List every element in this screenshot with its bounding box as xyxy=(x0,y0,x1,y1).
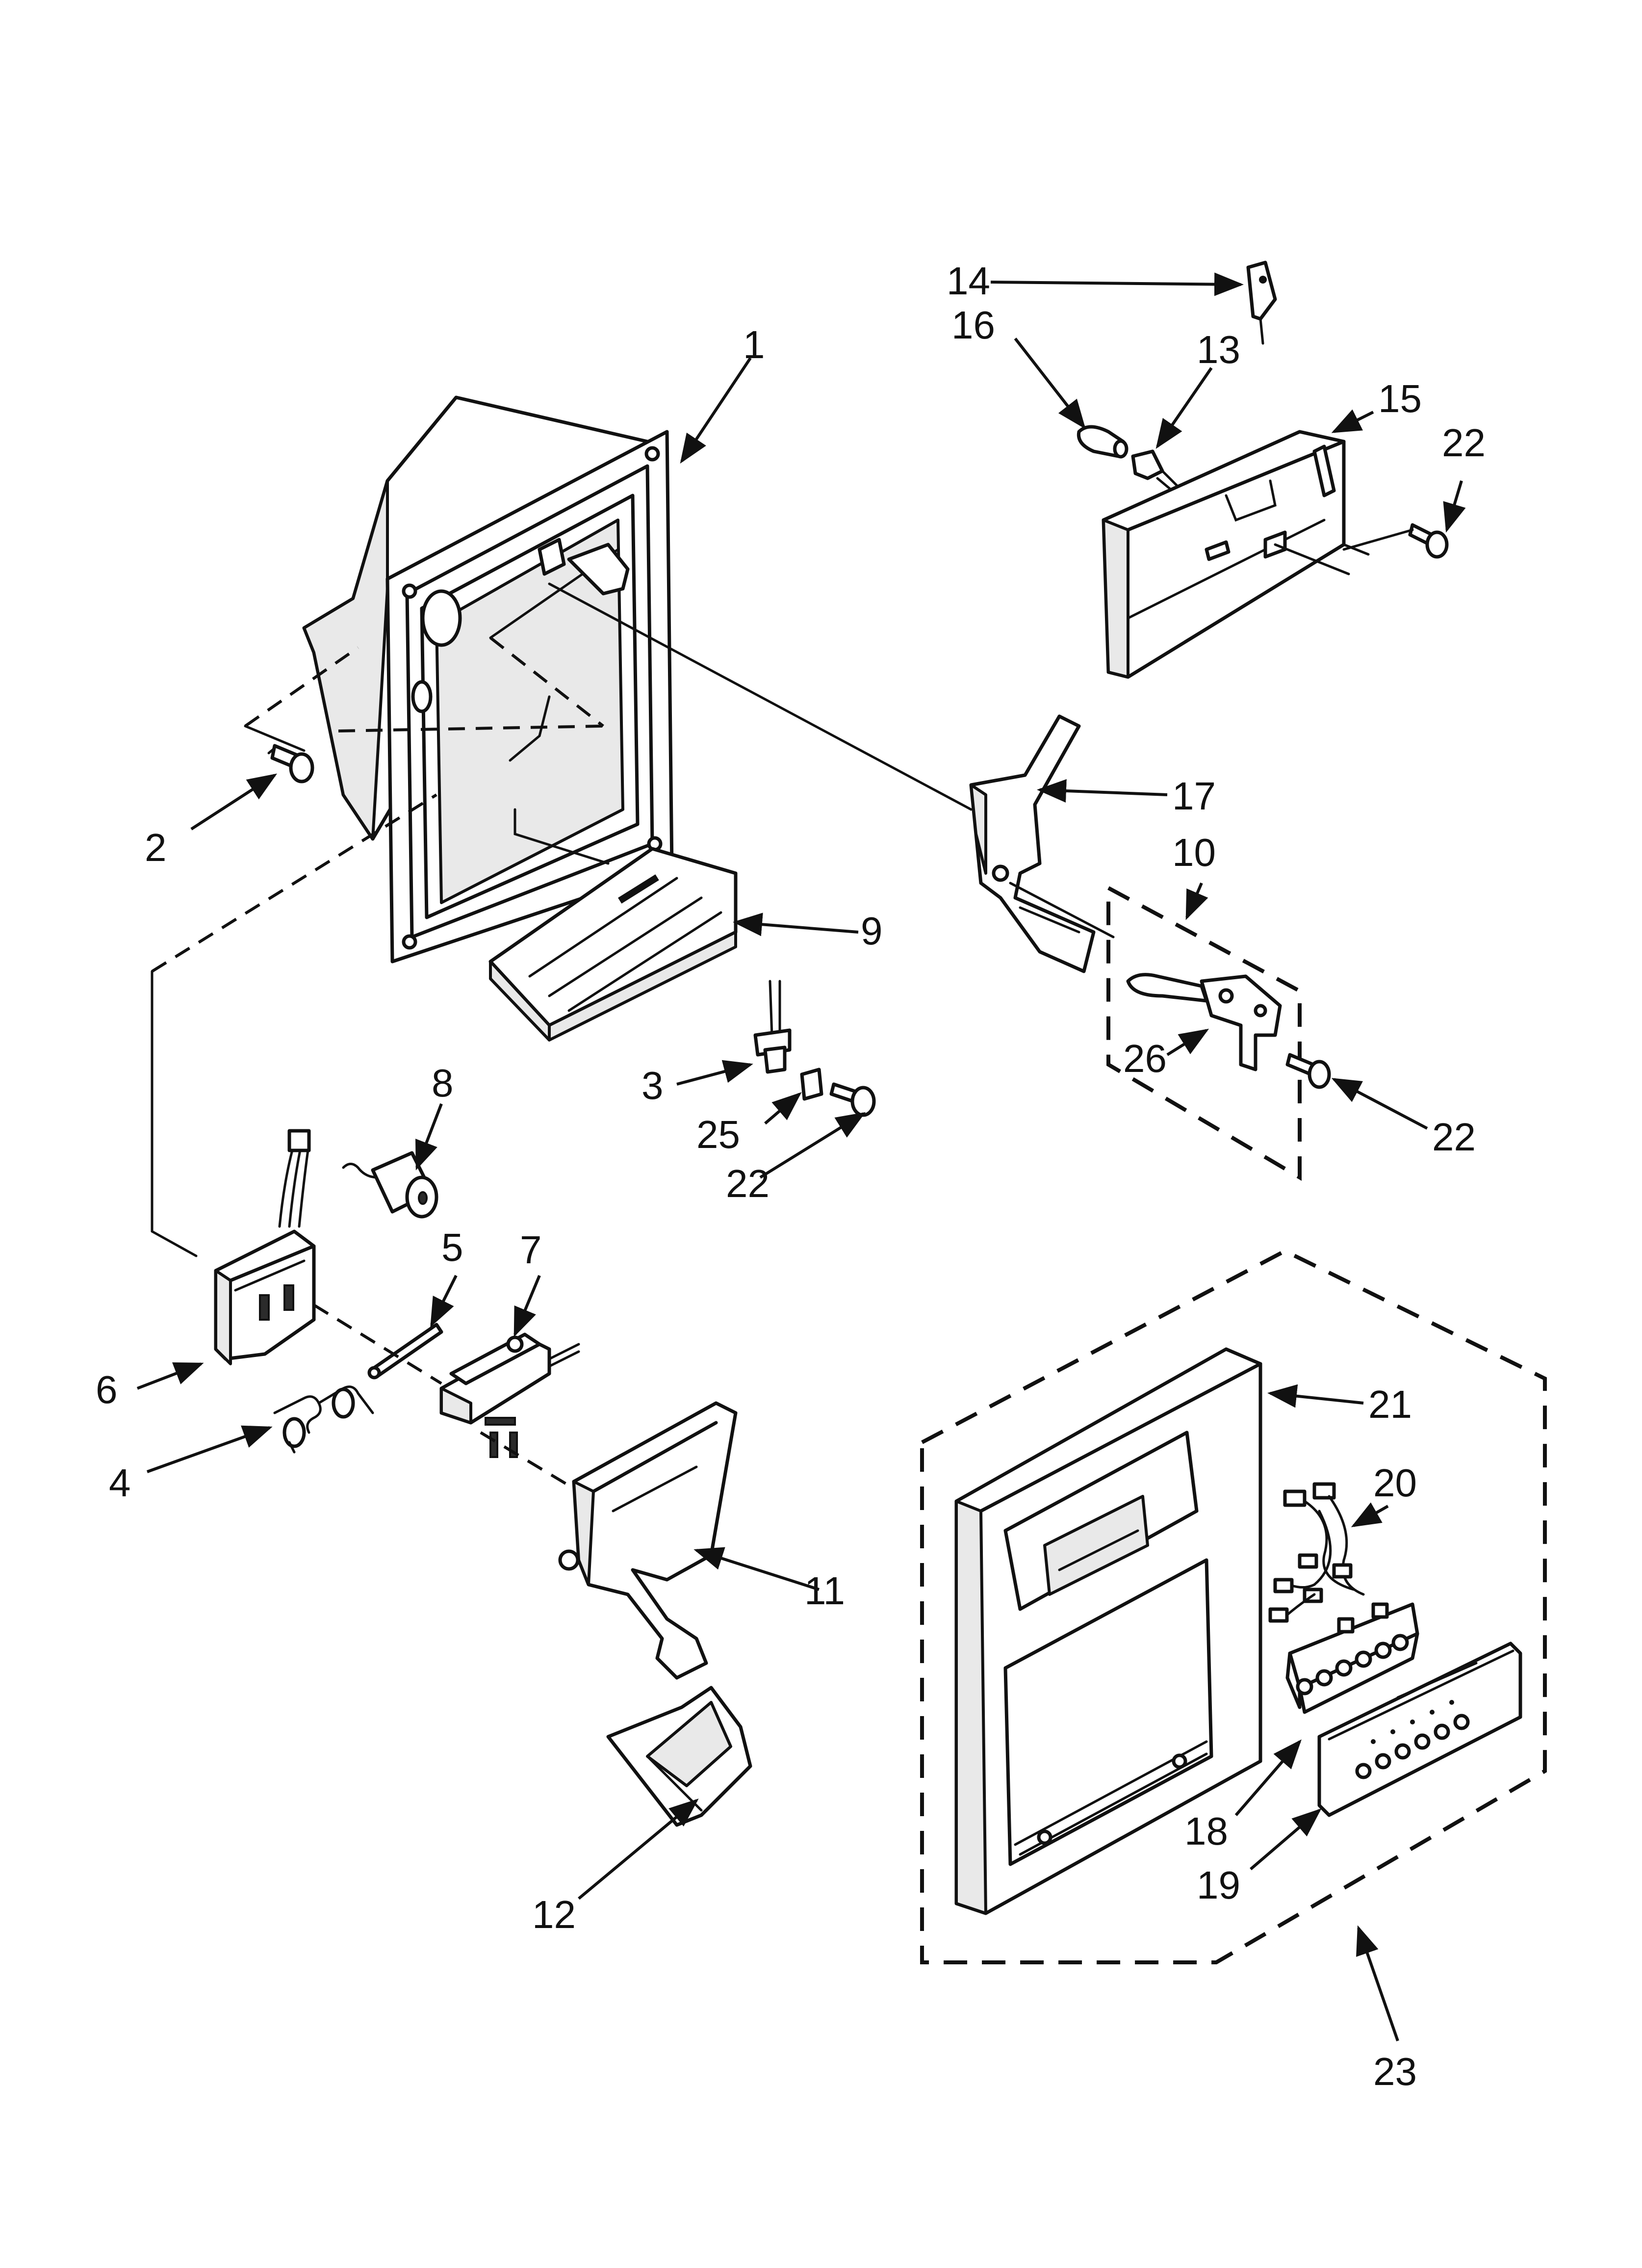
callout-11: 11 xyxy=(804,1569,845,1613)
callout-22-center: 22 xyxy=(726,1162,770,1205)
callout-8: 8 xyxy=(432,1061,454,1105)
callout-2: 2 xyxy=(145,826,167,869)
callout-4: 4 xyxy=(109,1461,131,1505)
callout-5: 5 xyxy=(441,1225,463,1269)
part-25-plate xyxy=(800,1068,823,1101)
part-22-screw-mid xyxy=(1285,1053,1331,1089)
part-12-funnel xyxy=(606,1686,752,1827)
callout-12: 12 xyxy=(532,1893,576,1936)
part-6-solenoid xyxy=(214,1129,316,1365)
part-15-light-housing xyxy=(1102,430,1370,679)
part-17-actuator xyxy=(969,714,1115,973)
callout-18: 18 xyxy=(1184,1809,1228,1853)
part-22-screw-top xyxy=(1342,523,1449,559)
callout-22-top: 22 xyxy=(1442,421,1486,465)
callout-labels: 1 2 3 4 5 6 7 8 9 10 11 12 13 14 15 16 1… xyxy=(96,259,1486,2093)
part-23-assembly-box xyxy=(920,1249,1547,1964)
part-21-front-panel xyxy=(954,1347,1262,1915)
part-11-chute-actuator xyxy=(558,1401,738,1680)
part-4-spring xyxy=(273,1385,374,1454)
callout-3: 3 xyxy=(641,1064,664,1107)
part-16-bulb xyxy=(1077,425,1129,459)
part-7-bracket xyxy=(439,1332,580,1458)
callout-22-right: 22 xyxy=(1432,1115,1476,1159)
callout-23: 23 xyxy=(1373,2050,1417,2093)
callout-20: 20 xyxy=(1373,1461,1417,1505)
part-19-overlay xyxy=(1317,1642,1522,1817)
part-8-plunger xyxy=(342,1151,438,1219)
callout-15: 15 xyxy=(1378,377,1422,420)
callout-9: 9 xyxy=(861,909,883,953)
part-14-switch-key xyxy=(1246,261,1277,345)
part-9-drip-tray xyxy=(488,847,738,1042)
callout-1: 1 xyxy=(743,323,765,366)
part-10-assembly-box xyxy=(1106,885,1302,1181)
callout-16: 16 xyxy=(951,303,995,347)
callout-21: 21 xyxy=(1368,1382,1412,1426)
callout-25: 25 xyxy=(696,1113,740,1156)
callout-7: 7 xyxy=(520,1228,542,1272)
callout-14: 14 xyxy=(947,259,990,303)
part-22-screw-center xyxy=(829,1082,876,1117)
callout-19: 19 xyxy=(1197,1863,1240,1907)
callout-13: 13 xyxy=(1197,328,1240,371)
callout-17: 17 xyxy=(1172,774,1216,818)
leader-arrows xyxy=(136,272,1466,2041)
callout-6: 6 xyxy=(96,1368,118,1411)
part-3-spring-clip xyxy=(753,980,792,1074)
part-20-wire-harness xyxy=(1268,1482,1365,1623)
assembly-lines xyxy=(151,582,973,1257)
part-13-socket xyxy=(1131,449,1179,492)
callout-10: 10 xyxy=(1172,831,1216,874)
part-5-pin xyxy=(367,1323,443,1380)
callout-26: 26 xyxy=(1123,1037,1167,1080)
part-26-lever xyxy=(1126,973,1282,1071)
part-18-control-board xyxy=(1285,1602,1419,1714)
part-2-screw xyxy=(267,744,314,783)
part-1-housing xyxy=(302,395,674,964)
